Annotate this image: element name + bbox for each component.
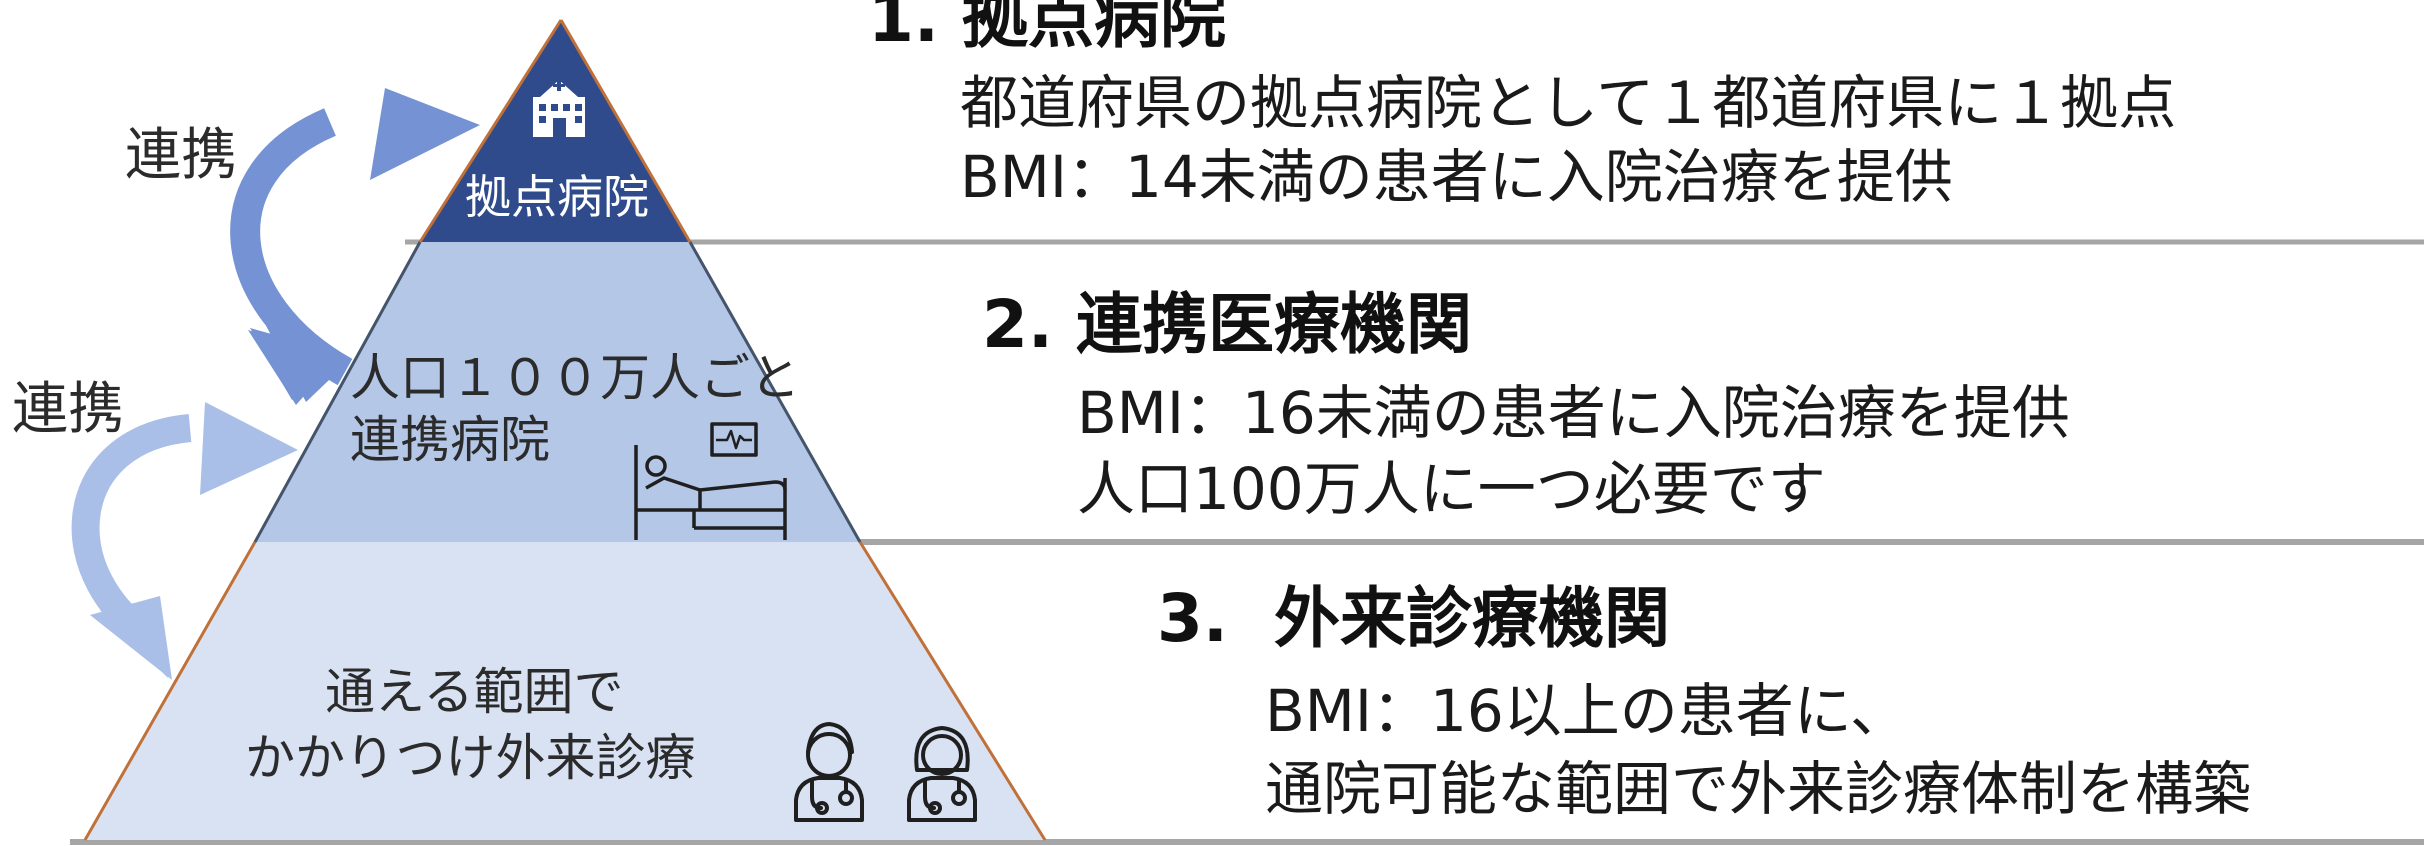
upper-link-arrow (230, 88, 480, 405)
level-2-line-2: 人口100万人に一つ必要です (1077, 455, 1826, 523)
apex-tier-label: 拠点病院 (465, 170, 649, 224)
pyramid-base-tier (85, 542, 1045, 840)
pyramid-middle-right-edge (688, 241, 862, 543)
upper-link-label: 連携 (125, 123, 237, 188)
level-3-title: 3. 外来診療機関 (1157, 580, 1670, 657)
pyramid-middle-left-edge (253, 241, 422, 543)
lower-link-label: 連携 (12, 377, 124, 442)
pyramid-apex-right-edge (559, 19, 692, 243)
level-1-line-1: 都道府県の拠点病院として１都道府県に１拠点 (960, 69, 2177, 137)
level-3-line-1: BMI：16以上の患者に、 (1265, 677, 1909, 745)
level-2-title: 2. 連携医療機関 (982, 286, 1472, 363)
patient-in-bed-with-monitor-icon (634, 422, 787, 540)
pyramid-base-right-edge (858, 541, 1047, 841)
level-2-line-1: BMI：16未満の患者に入院治療を提供 (1077, 379, 2070, 447)
base-tier-label-line-1: 通える範囲で (325, 663, 624, 721)
base-tier-label-line-2: かかりつけ外来診療 (245, 729, 696, 787)
level-3-line-2: 通院可能な範囲で外来診療体制を構築 (1265, 755, 2252, 823)
level-1-line-2: BMI：14未満の患者に入院治療を提供 (960, 143, 1953, 211)
level-1-title: 1. 拠点病院 (868, 0, 1226, 57)
pyramid-apex-left-edge (418, 19, 563, 243)
pyramid-base-left-edge (83, 541, 257, 841)
hospital-building-icon (533, 80, 585, 137)
middle-tier-label-line-1: 人口１００万人ごと (350, 349, 800, 407)
doctor-icon (794, 722, 864, 822)
female-doctor-icon (907, 726, 977, 822)
pyramid-middle-tier (255, 242, 860, 542)
middle-tier-label-line-2: 連携病院 (350, 411, 550, 469)
lower-link-arrow (71, 402, 298, 680)
